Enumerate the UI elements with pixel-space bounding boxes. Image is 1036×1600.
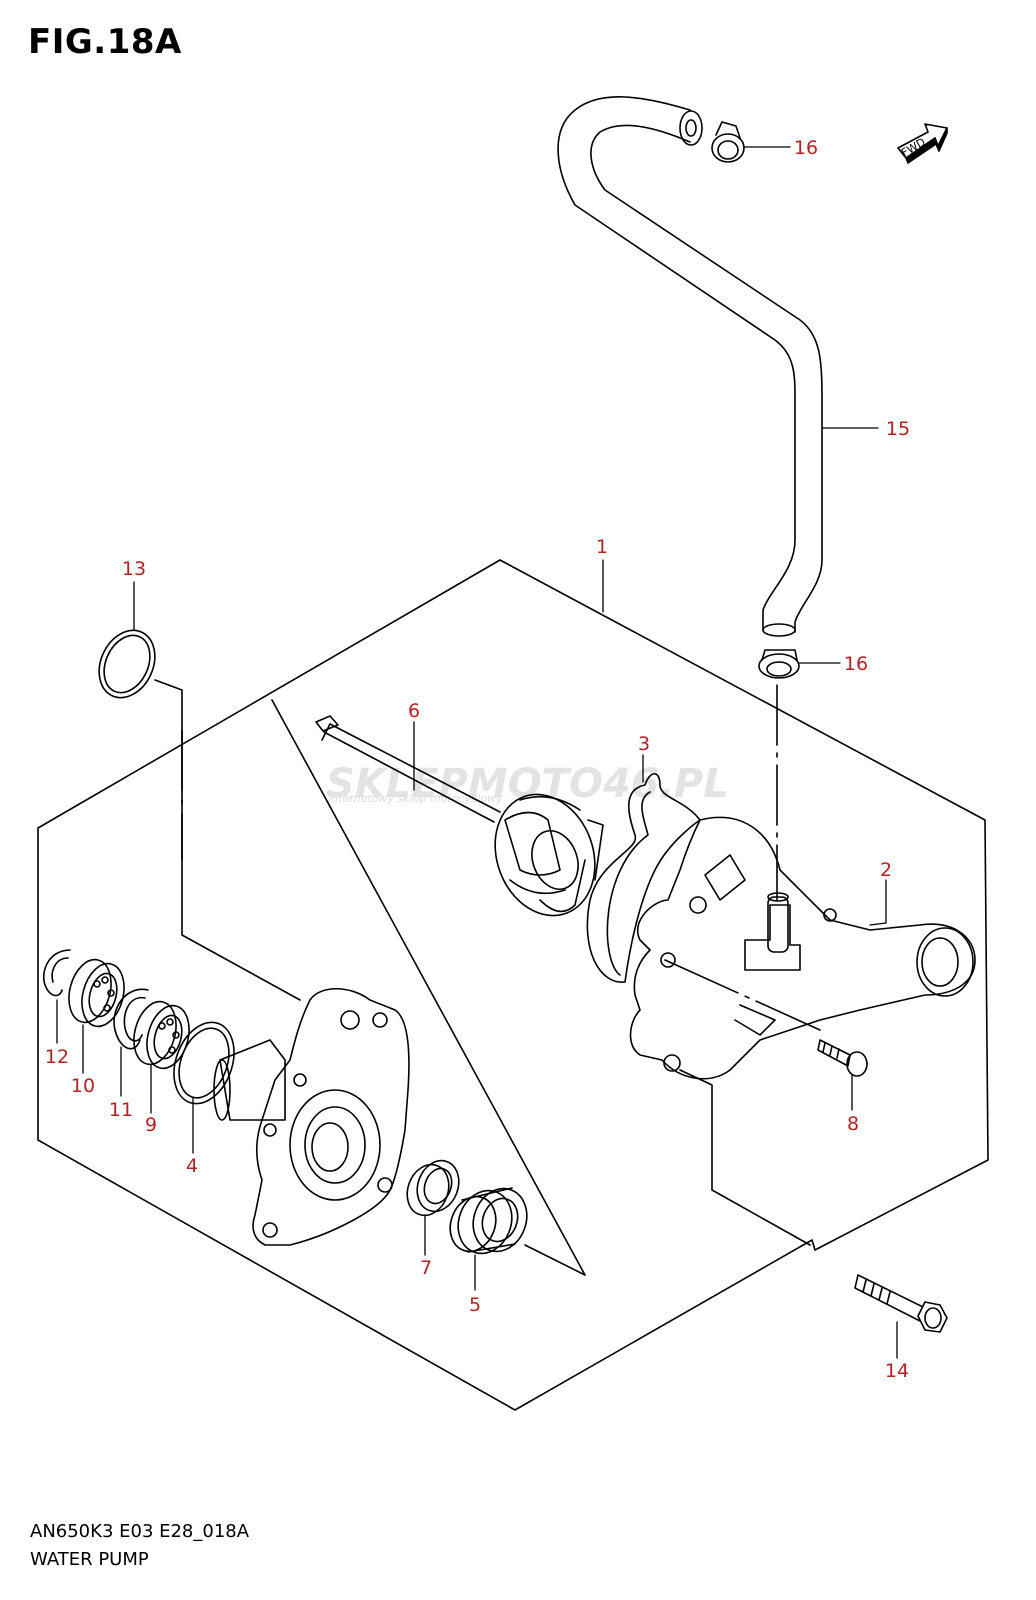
bearing-9 (133, 1000, 190, 1070)
figure-code: AN650K3 E03 E28_018A (30, 1521, 250, 1542)
pump-cover-bracket (154, 679, 301, 1001)
callout-7: 7 (420, 1257, 432, 1279)
assembly-outline (37, 559, 989, 1411)
e-clip-12 (43, 949, 71, 997)
callout-11: 11 (109, 1099, 133, 1121)
figure-title: FIG.18A (28, 22, 182, 62)
callout-16: 16 (794, 137, 818, 159)
pump-housing (629, 816, 976, 1080)
callout-14: 14 (885, 1360, 909, 1382)
callout-8: 8 (847, 1113, 859, 1135)
callout-15: 15 (886, 418, 910, 440)
bearing-10 (68, 958, 125, 1028)
callout-4: 4 (186, 1155, 198, 1177)
oil-seal-7 (406, 1159, 460, 1217)
hose-clamp-upper (711, 121, 745, 163)
water-hose (557, 96, 823, 637)
pump-cover (213, 988, 410, 1246)
leader-lines (56, 146, 898, 1359)
callout-6: 6 (408, 700, 420, 722)
callout-2: 2 (880, 859, 892, 881)
mechanical-seal-5 (449, 1187, 528, 1255)
callout-9: 9 (145, 1114, 157, 1136)
callout-3: 3 (638, 733, 650, 755)
callout-10: 10 (71, 1075, 95, 1097)
callout-16: 16 (844, 653, 868, 675)
o-ring-13 (98, 629, 156, 699)
bolt-14 (854, 1274, 948, 1333)
impeller-bracket (271, 699, 586, 1276)
figure-name: WATER PUMP (30, 1549, 149, 1570)
hose-clamp-lower (758, 649, 800, 679)
gasket-3-inner (606, 791, 651, 976)
bolt-8 (817, 1039, 868, 1077)
callout-1: 1 (596, 536, 608, 558)
impeller-shaft (315, 715, 501, 823)
callout-13: 13 (122, 558, 146, 580)
callout-12: 12 (45, 1046, 69, 1068)
watermark-tagline: internetowy sklep motocyklowy (328, 792, 503, 805)
gasket-3 (586, 772, 701, 983)
circlip-11 (113, 988, 149, 1050)
housing-bracket (679, 1069, 811, 1246)
callout-5: 5 (469, 1294, 481, 1316)
impeller (494, 793, 604, 917)
fwd-arrow-icon: FWD (897, 123, 948, 164)
watermark: SKLEPMOTO46.PL internetowy sklep motocyk… (326, 761, 729, 807)
